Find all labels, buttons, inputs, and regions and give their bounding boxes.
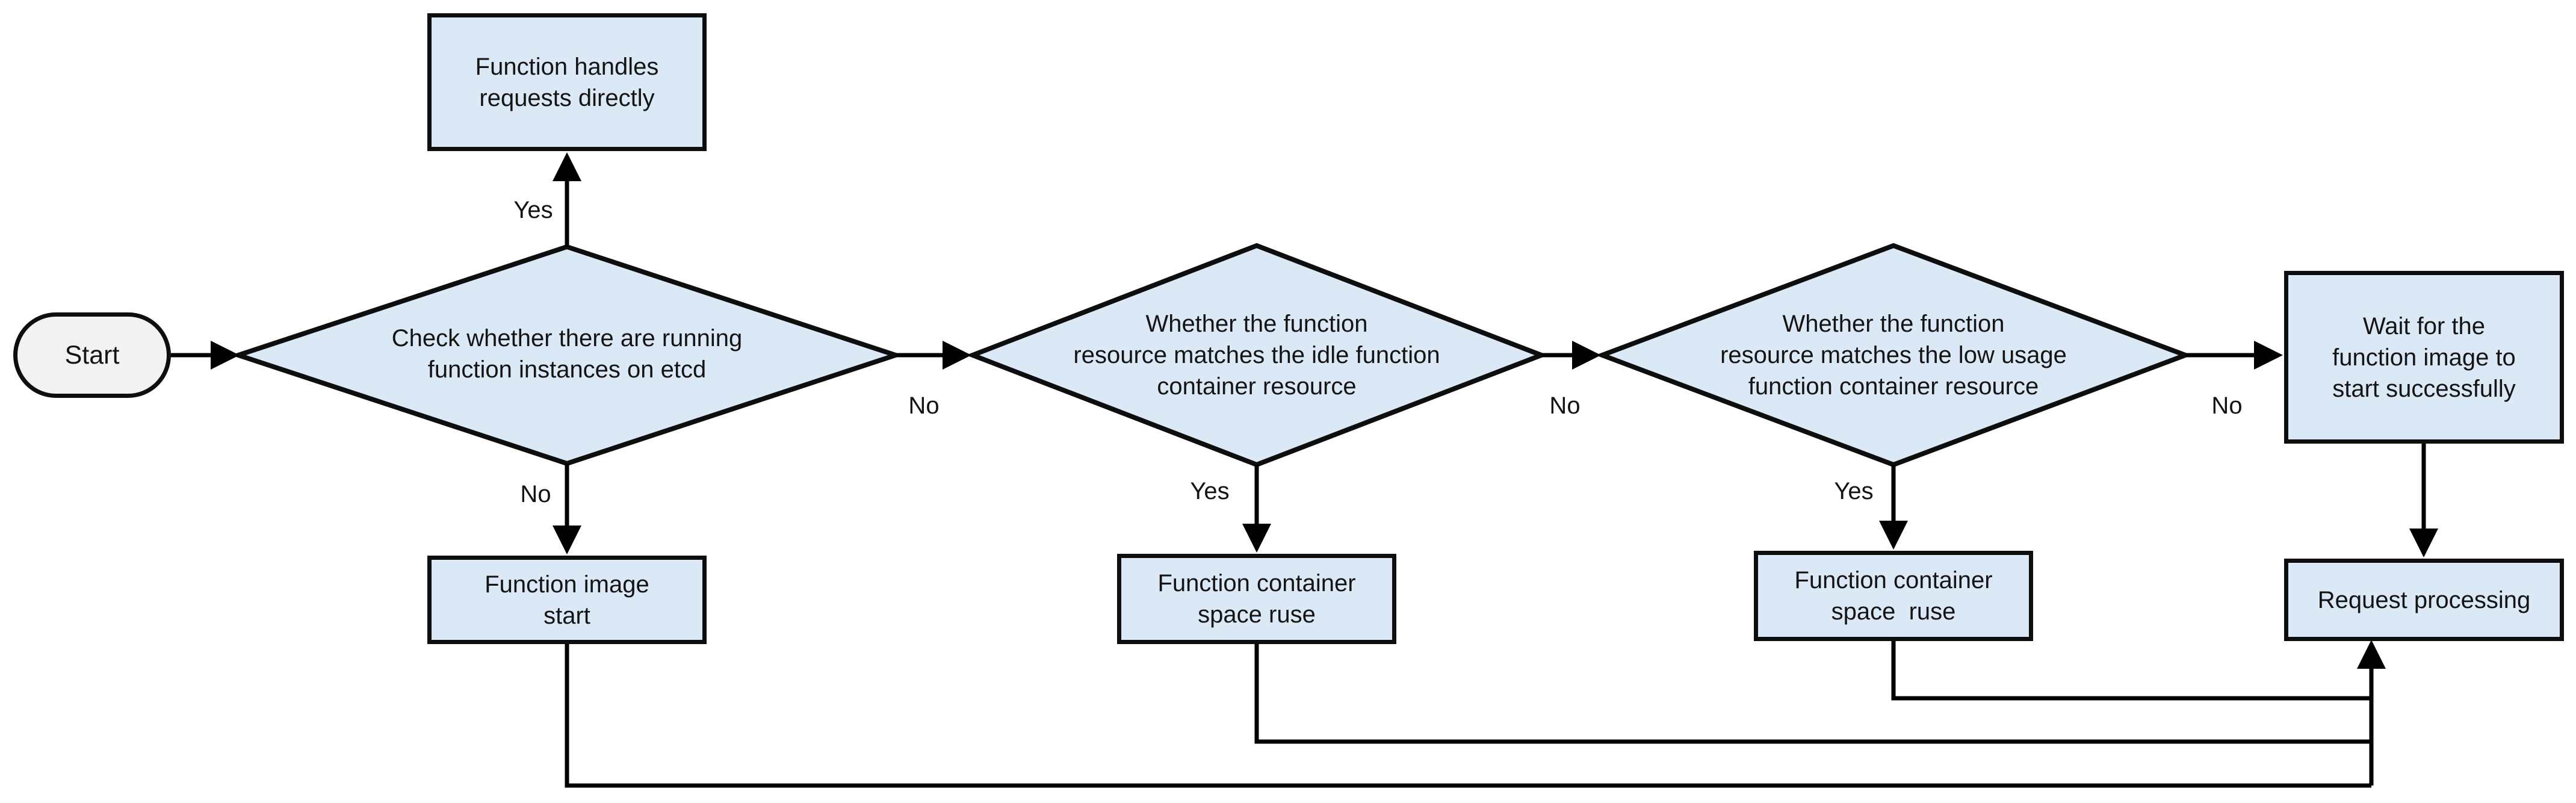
edge-label-decision3-no: No — [2211, 392, 2243, 419]
box-container-space-reuse-idle: Function container space ruse — [1117, 554, 1396, 644]
wire-space-reuse-low-to-merge — [1891, 641, 2371, 701]
wire-image-start-to-merge — [565, 644, 2371, 788]
box-container-space-reuse-idle-label: Function container space ruse — [1157, 570, 1356, 628]
decision-low-usage-resource-label: Whether the function resource matches th… — [1720, 311, 2067, 400]
arrowhead-decision2-yes-down — [1242, 524, 1271, 553]
edge-label-decision2-no: No — [1549, 392, 1581, 419]
box-container-space-reuse-low: Function container space ruse — [1754, 551, 2033, 641]
arrowhead-decision1-no-right — [943, 341, 971, 370]
box-function-handles-directly: Function handles requests directly — [427, 13, 707, 151]
arrowhead-decision3-yes-down — [1879, 521, 1908, 550]
edge-label-decision2-yes: Yes — [1190, 478, 1230, 504]
wire-space-reuse-idle-to-merge — [1254, 644, 2371, 744]
box-function-image-start: Function image start — [427, 556, 707, 644]
arrowhead-decision1-yes-up — [553, 152, 581, 181]
edge-label-decision3-yes: Yes — [1834, 478, 1874, 504]
arrowhead-start-to-decision1 — [211, 341, 240, 370]
edge-label-decision1-no-right: No — [908, 392, 940, 419]
box-function-image-start-label: Function image start — [485, 571, 649, 629]
box-wait-image-start-label: Wait for the function image to start suc… — [2332, 312, 2516, 402]
box-request-processing: Request processing — [2284, 559, 2564, 641]
arrowhead-decision2-no-right — [1572, 341, 1601, 370]
box-container-space-reuse-low-label: Function container space ruse — [1794, 567, 1993, 625]
box-wait-image-start: Wait for the function image to start suc… — [2284, 271, 2564, 444]
arrowhead-merge-to-request — [2357, 640, 2386, 669]
start-node: Start — [13, 312, 171, 398]
arrowhead-decision1-no-down — [553, 526, 581, 554]
box-request-processing-label: Request processing — [2317, 586, 2531, 613]
edge-label-decision1-no-down: No — [520, 481, 551, 507]
arrowhead-decision3-no-right — [2254, 341, 2283, 370]
decision-idle-resource-label: Whether the function resource matches th… — [1073, 311, 1440, 400]
box-function-handles-directly-label: Function handles requests directly — [475, 53, 659, 111]
edge-label-decision1-yes: Yes — [513, 197, 553, 223]
arrowhead-wait-to-request — [2409, 529, 2438, 557]
decision-running-instances-label: Check whether there are running function… — [391, 325, 743, 383]
start-node-label: Start — [64, 341, 120, 370]
